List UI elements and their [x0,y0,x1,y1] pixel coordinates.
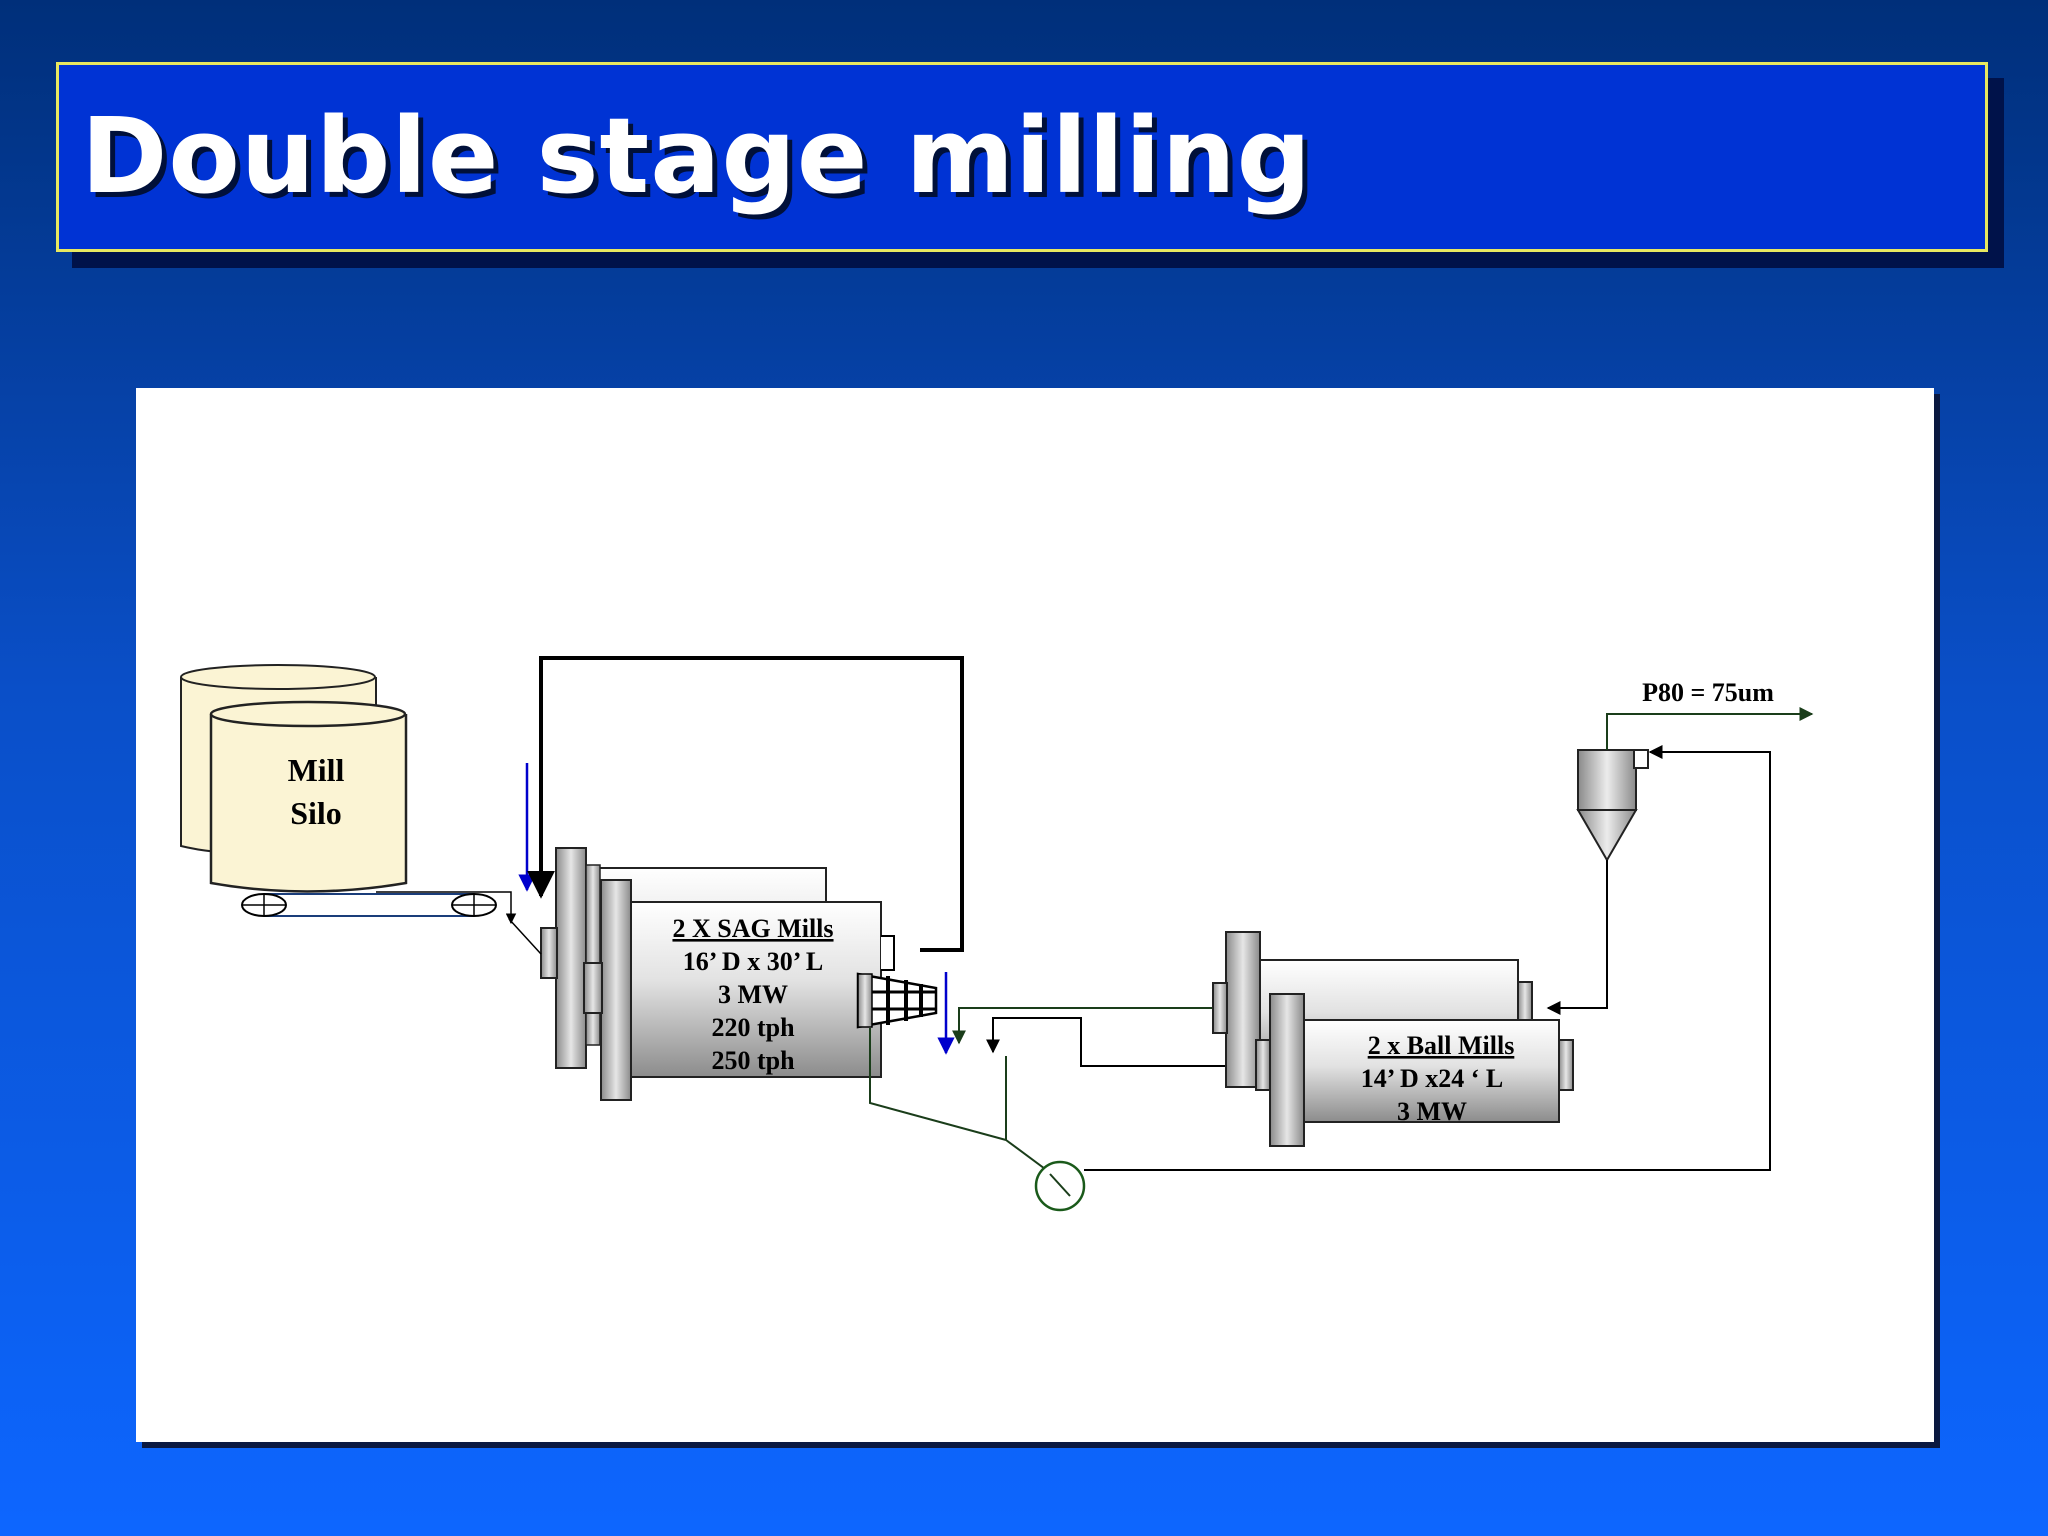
cyclone-feed-line [1084,745,1771,1171]
pebble-recycle-line [527,656,964,952]
sag-mills: 2 X SAG Mills 16’ D x 30’ L 3 MW 220 tph… [508,847,938,1101]
sag-mill-heading: 2 X SAG Mills [672,914,833,943]
silo-label-line1: Mill [288,752,345,788]
ball-mills: 2 x Ball Mills 14’ D x24 ‘ L 3 MW [1212,931,1574,1147]
sag-mill-rate-1: 220 tph [711,1013,795,1042]
ball-mill-dimensions: 14’ D x24 ‘ L [1361,1064,1504,1093]
slurry-lines [869,1007,1271,1184]
silo-label-line2: Silo [290,795,342,831]
cyclone [1546,707,1814,1015]
product-size-label: P80 = 75um [1642,678,1774,707]
product-overflow-line [1606,707,1814,750]
mill-silo: Mill Silo [180,664,408,893]
ball-mill-power: 3 MW [1397,1097,1467,1126]
conveyor-belt [241,891,517,925]
cyclone-feed-pump [1034,1160,1086,1212]
trommel-screen [856,972,938,1029]
milling-flowsheet: Mill Silo [180,656,1814,1212]
ball-mill-heading: 2 x Ball Mills [1368,1031,1515,1060]
title-bar: Double stage milling [56,62,1988,252]
sag-mill-power: 3 MW [718,980,788,1009]
sag-mill-dimensions: 16’ D x 30’ L [683,947,824,976]
slide-title: Double stage milling [81,95,1313,217]
diagram-panel: Mill Silo [136,388,1934,1442]
sag-mill-rate-2: 250 tph [711,1046,795,1075]
cyclone-underflow-line [1546,860,1608,1015]
